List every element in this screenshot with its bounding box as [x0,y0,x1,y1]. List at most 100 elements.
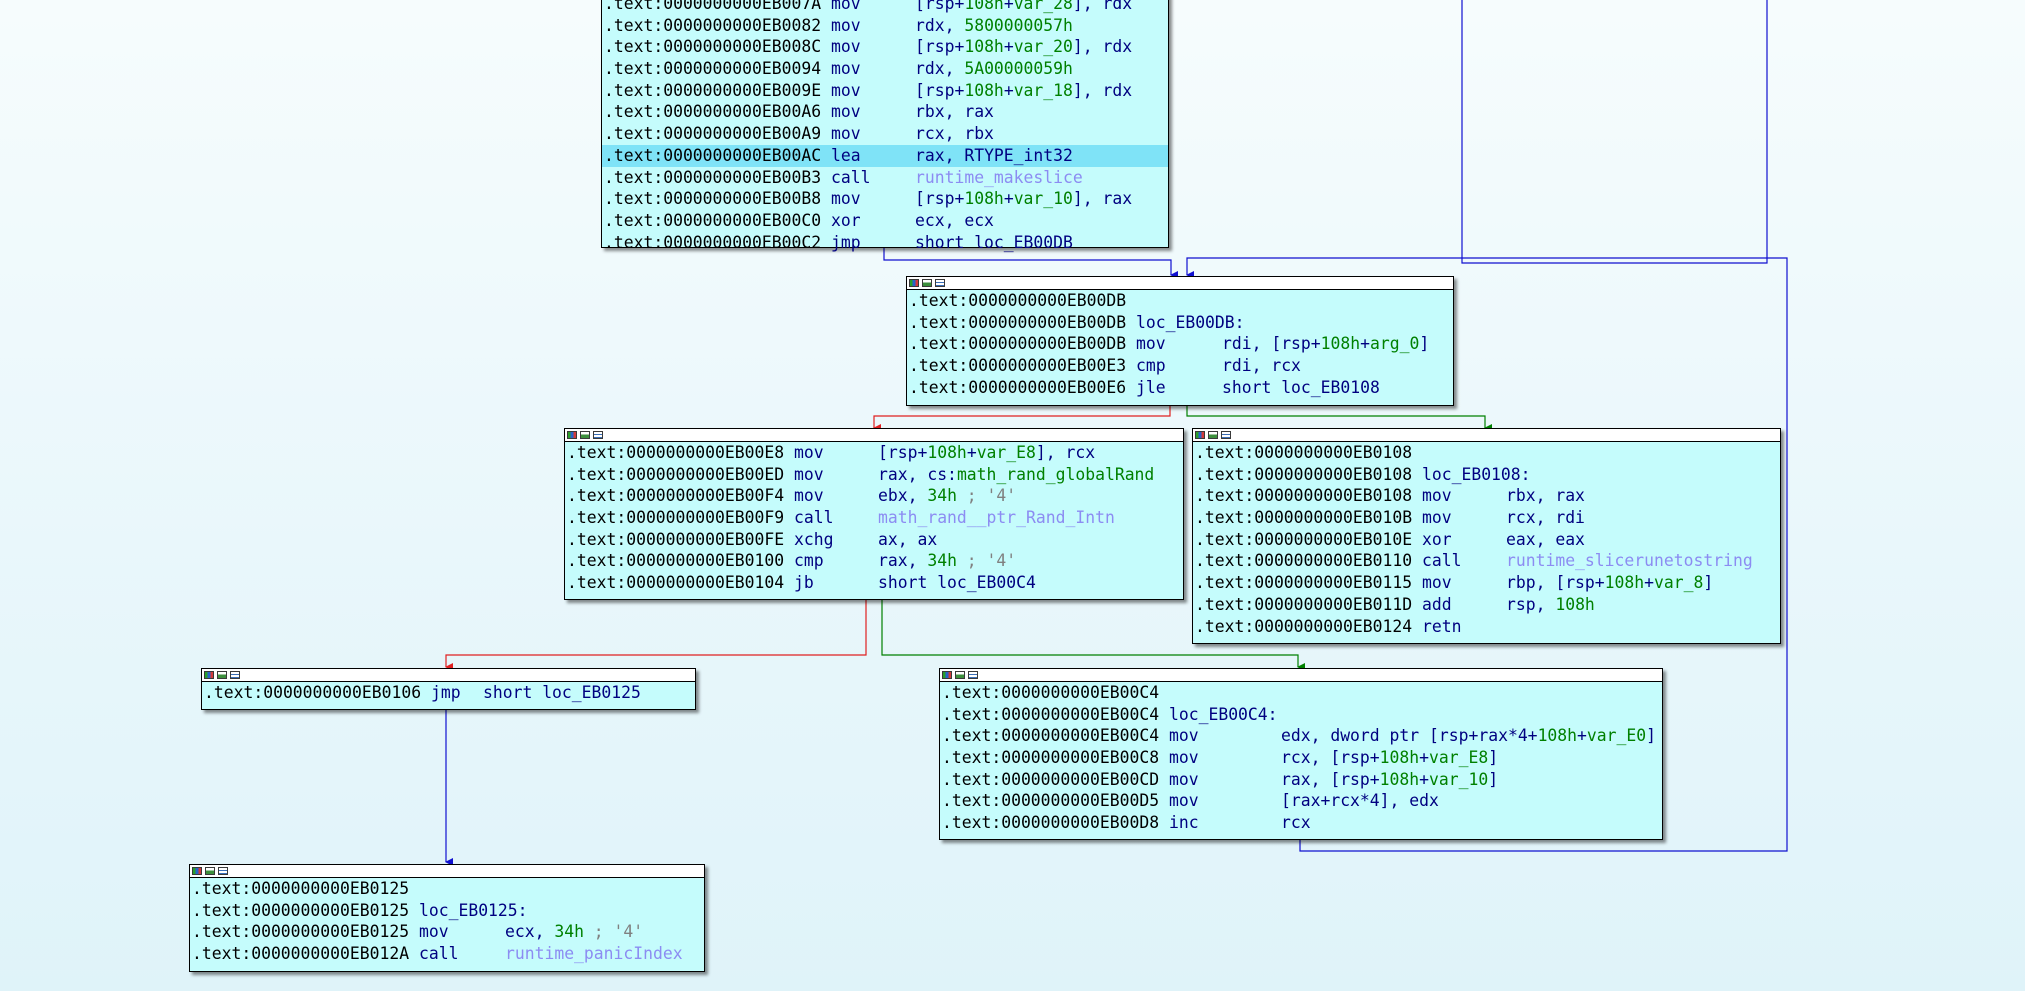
code-label[interactable]: loc_EB00C4: [1168,704,1278,724]
operand-variable[interactable]: var_E8 [976,443,1036,462]
mnemonic[interactable]: jmp [430,683,461,702]
mnemonic[interactable]: call [418,944,459,964]
code-block-makeslice[interactable]: .text:0000000000EB007A mov[rsp+108h+var_… [601,0,1169,252]
mnemonic[interactable]: xor [1421,529,1452,549]
mnemonic[interactable]: call [1421,551,1462,571]
code-block-loc-eb0108[interactable]: .text:0000000000EB0108 .text:0000000000E… [1192,428,1781,644]
graph-overview-icon[interactable] [942,671,952,679]
operand-variable[interactable]: var_28 [1013,0,1073,13]
disasm-line[interactable]: .text:0000000000EB007A mov[rsp+108h+var_… [602,0,1168,15]
block-chart-icon[interactable] [955,671,965,679]
block-chart-icon[interactable] [580,431,590,439]
mnemonic[interactable]: mov [830,102,861,122]
mnemonic[interactable]: mov [793,443,824,462]
mnemonic[interactable]: jmp [830,232,861,252]
operand-variable[interactable]: var_10 [1013,189,1073,209]
mnemonic[interactable]: mov [1135,334,1166,354]
operand-variable[interactable]: math_rand_globalRand [956,464,1155,484]
operand-variable[interactable]: var_10 [1429,769,1489,789]
block-list-icon[interactable] [593,431,603,439]
block-list-icon[interactable] [218,867,228,875]
mnemonic[interactable]: xor [830,210,861,230]
disasm-line[interactable]: .text:0000000000EB0125 [190,878,704,900]
disasm-line[interactable]: .text:0000000000EB00C4 loc_EB00C4: [940,704,1662,726]
mnemonic[interactable]: cmp [1135,356,1166,376]
operand-variable[interactable]: var_E8 [1429,748,1489,768]
mnemonic[interactable]: mov [830,189,861,209]
mnemonic[interactable]: inc [1168,813,1199,833]
mnemonic[interactable]: mov [830,124,861,144]
graph-overview-icon[interactable] [567,431,577,439]
disasm-line[interactable]: .text:0000000000EB00B8 mov[rsp+108h+var_… [602,188,1168,210]
block-list-icon[interactable] [968,671,978,679]
block-titlebar[interactable] [1193,429,1780,442]
disasm-line[interactable]: .text:0000000000EB00DB [907,290,1453,312]
mnemonic[interactable]: xchg [793,529,834,549]
mnemonic[interactable]: mov [1168,769,1199,789]
operand-function[interactable]: runtime_makeslice [914,167,1083,187]
code-label[interactable]: loc_EB0125: [418,900,528,920]
block-chart-icon[interactable] [217,671,227,679]
block-titlebar[interactable] [190,865,704,878]
mnemonic[interactable]: mov [1421,486,1452,506]
code-block-loc-eb00db[interactable]: .text:0000000000EB00DB .text:0000000000E… [906,276,1454,406]
mnemonic[interactable]: mov [1168,748,1199,768]
block-titlebar[interactable] [202,669,695,682]
mnemonic[interactable]: mov [830,15,861,35]
mnemonic[interactable]: call [793,508,834,528]
code-block-loc-eb00c4[interactable]: .text:0000000000EB00C4 .text:0000000000E… [939,668,1663,840]
mnemonic[interactable]: mov [830,0,861,13]
block-chart-icon[interactable] [1208,431,1218,439]
mnemonic[interactable]: jle [1135,377,1166,397]
operand-variable[interactable]: arg_0 [1370,334,1420,354]
code-label[interactable]: loc_EB0108: [1421,464,1531,484]
mnemonic[interactable]: mov [830,80,861,100]
disasm-line[interactable]: .text:0000000000EB0124 retn [1193,616,1780,638]
mnemonic[interactable]: mov [418,922,449,942]
operand-variable[interactable]: var_20 [1013,37,1073,57]
disasm-line[interactable]: .text:0000000000EB0108 loc_EB0108: [1193,464,1780,486]
block-list-icon[interactable] [1221,431,1231,439]
mnemonic[interactable]: mov [1168,791,1199,811]
graph-overview-icon[interactable] [909,279,919,287]
mnemonic[interactable]: cmp [793,551,824,571]
mnemonic[interactable]: mov [1421,573,1452,593]
mnemonic[interactable]: mov [793,464,824,484]
mnemonic[interactable]: mov [1168,726,1199,746]
mnemonic[interactable]: jb [793,573,814,593]
block-list-icon[interactable] [230,671,240,679]
disasm-line[interactable]: .text:0000000000EB00D5 mov[rax+rcx*4], e… [940,790,1662,812]
operand-variable[interactable]: var_E0 [1586,726,1647,746]
mnemonic[interactable]: add [1421,594,1452,614]
block-titlebar[interactable] [565,429,1183,442]
mnemonic[interactable]: mov [830,59,861,79]
code-block-rand-intn[interactable]: .text:0000000000EB00E8 mov[rsp+108h+var_… [564,428,1184,600]
operand-variable[interactable]: var_8 [1654,573,1704,593]
